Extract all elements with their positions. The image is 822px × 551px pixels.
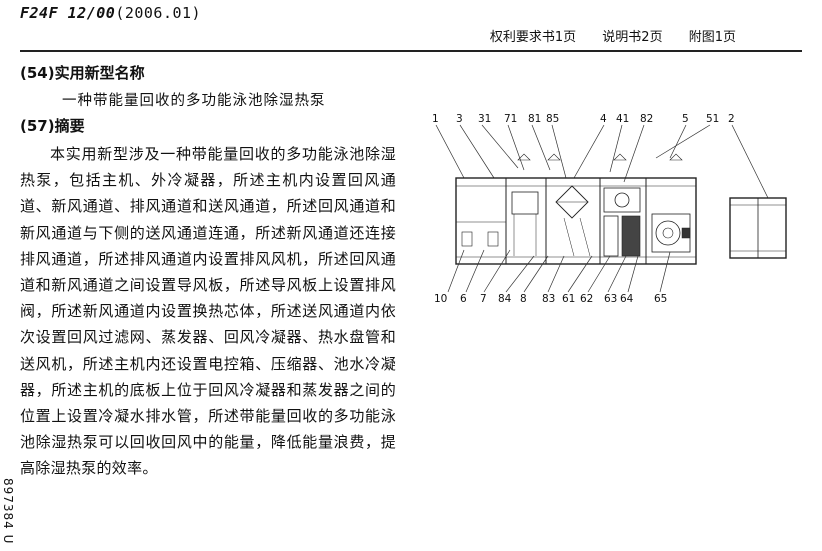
ref-label: 85: [546, 113, 559, 125]
utility-model-name-label: (54)实用新型名称: [20, 64, 145, 82]
ref-label: 2: [728, 113, 735, 125]
ref-label: 8: [520, 293, 527, 305]
publication-number-vertical: 897384 U: [1, 478, 15, 545]
ref-label: 51: [706, 113, 719, 125]
utility-model-title: 一种带能量回收的多功能泳池除湿热泵: [62, 93, 326, 109]
ref-label: 6: [460, 293, 467, 305]
page-counts: 权利要求书1页 说明书2页 附图1页: [478, 26, 736, 45]
ipc-date: (2006.01): [115, 4, 202, 22]
top-leader-lines: [435, 124, 769, 199]
ref-label: 84: [498, 293, 512, 305]
ref-label: 64: [620, 293, 634, 305]
ref-label: 3: [456, 113, 463, 125]
unit-diagram: 1 3 31 71 81 85 4 41 82 5 51 2: [432, 113, 787, 305]
drawing-pages: 附图1页: [688, 30, 736, 45]
abstract-body: 本实用新型涉及一种带能量回收的多功能泳池除湿热泵，包括主机、外冷凝器，所述主机内…: [20, 141, 396, 482]
ref-label: 81: [528, 113, 541, 125]
bottom-leader-lines: [447, 249, 671, 293]
ref-label: 61: [562, 293, 575, 305]
ipc-classification: F24F 12/00(2006.01): [20, 4, 201, 22]
top-reference-labels: 1 3 31 71 81 85 4 41 82 5 51 2: [432, 113, 735, 125]
ref-label: 10: [434, 293, 447, 305]
ref-label: 65: [654, 293, 667, 305]
ref-label: 1: [432, 113, 439, 125]
ipc-code: F24F 12/00: [20, 4, 116, 22]
external-condenser: [729, 197, 787, 259]
claims-pages: 权利要求书1页: [489, 30, 577, 45]
patent-figure: 1 3 31 71 81 85 4 41 82 5 51 2: [424, 110, 794, 314]
ref-label: 71: [504, 113, 517, 125]
ref-label: 62: [580, 293, 593, 305]
header-divider: [20, 50, 802, 52]
ref-label: 82: [640, 113, 653, 125]
bottom-reference-labels: 10 6 7 84 8 83 61 62 63 64 65: [434, 293, 667, 305]
main-unit: [455, 153, 697, 265]
ref-label: 4: [600, 113, 607, 125]
ref-label: 83: [542, 293, 555, 305]
ref-label: 7: [480, 293, 487, 305]
ref-label: 5: [682, 113, 689, 125]
ref-label: 63: [604, 293, 617, 305]
abstract-text: 本实用新型涉及一种带能量回收的多功能泳池除湿热泵，包括主机、外冷凝器，所述主机内…: [20, 145, 396, 478]
ref-label: 31: [478, 113, 491, 125]
description-pages: 说明书2页: [602, 30, 663, 45]
abstract-label: (57)摘要: [20, 117, 85, 135]
ref-label: 41: [616, 113, 629, 125]
